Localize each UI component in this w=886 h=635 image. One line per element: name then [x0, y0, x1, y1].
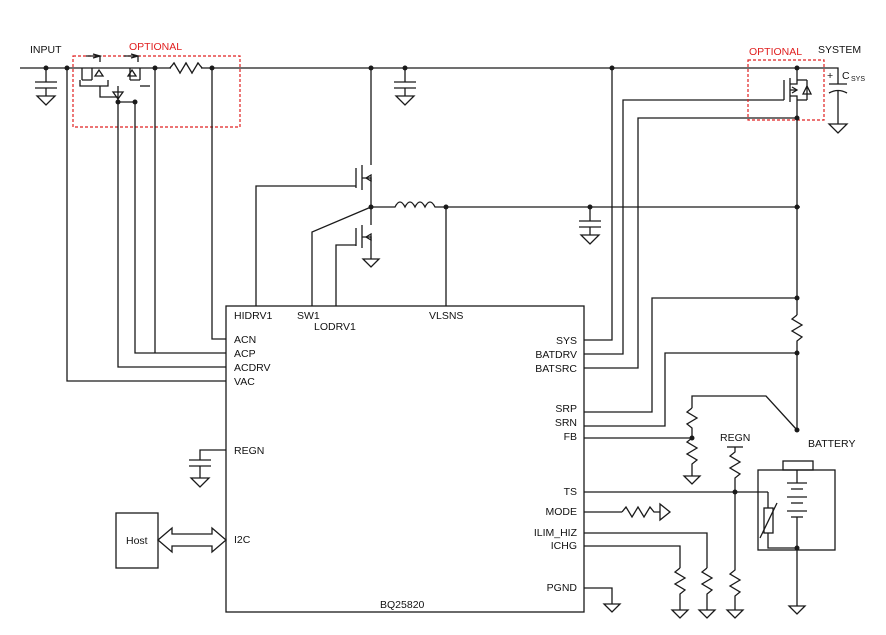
pin-acp: ACP: [234, 348, 256, 360]
chip-name: BQ25820: [380, 599, 425, 611]
ts-pullup-resistor: [728, 447, 742, 492]
pin-fb: FB: [564, 431, 577, 443]
pin-sys: SYS: [556, 335, 577, 347]
ts-pulldown-resistor: [728, 492, 742, 604]
battery-label: BATTERY: [808, 438, 855, 450]
input-back-to-back-fets: [79, 53, 150, 101]
output-capacitor: [578, 206, 602, 245]
optional-left-label: OPTIONAL: [129, 41, 182, 53]
ichg-resistor: [673, 567, 687, 604]
pin-batdrv: BATDRV: [535, 349, 577, 361]
fb-divider-top: [685, 407, 699, 438]
regn-resistor-label: REGN: [720, 432, 750, 444]
mode-resistor: [621, 505, 660, 519]
pin-lodrv1: LODRV1: [314, 321, 356, 333]
pin-pgnd: PGND: [547, 582, 578, 594]
pin-ilim-hiz: ILIM_HIZ: [534, 527, 578, 539]
pin-vlsns: VLSNS: [429, 310, 463, 322]
fb-divider-bottom: [685, 437, 699, 470]
low-side-ground: [362, 252, 380, 268]
input-label: INPUT: [30, 44, 62, 56]
pin-acdrv: ACDRV: [234, 362, 271, 374]
pin-i2c: I2C: [234, 534, 251, 546]
csys-plus: +: [827, 70, 833, 82]
pin-acn: ACN: [234, 334, 256, 346]
optional-input-fet-box: [72, 55, 241, 128]
input-capacitor: [34, 67, 58, 106]
pin-ichg: ICHG: [551, 540, 577, 552]
pin-batsrc: BATSRC: [535, 363, 577, 375]
optional-right-label: OPTIONAL: [749, 46, 802, 58]
pin-hidrv1: HIDRV1: [234, 310, 272, 322]
battery-sense-resistor: [790, 314, 804, 353]
pin-srn: SRN: [555, 417, 577, 429]
optional-battery-fet-box: [747, 59, 825, 121]
i2c-bus-arrow: [157, 526, 227, 554]
battery-fet: [783, 68, 813, 118]
csys-subscript: SYS: [851, 76, 865, 83]
high-side-fet: [355, 68, 372, 207]
pin-vac: VAC: [234, 376, 255, 388]
ilim-resistor: [700, 567, 714, 604]
system-label: SYSTEM: [818, 44, 861, 56]
pin-regn: REGN: [234, 445, 264, 457]
host-label: Host: [126, 535, 148, 547]
pin-sw1: SW1: [297, 310, 320, 322]
inductor: [371, 201, 800, 209]
bq25820-chip: [225, 305, 585, 613]
bulk-capacitor: [393, 67, 417, 106]
pin-ts: TS: [564, 486, 577, 498]
low-side-fet: [355, 207, 372, 253]
csys-label: C: [842, 70, 850, 82]
pin-mode: MODE: [546, 506, 578, 518]
pin-srp: SRP: [555, 403, 577, 415]
